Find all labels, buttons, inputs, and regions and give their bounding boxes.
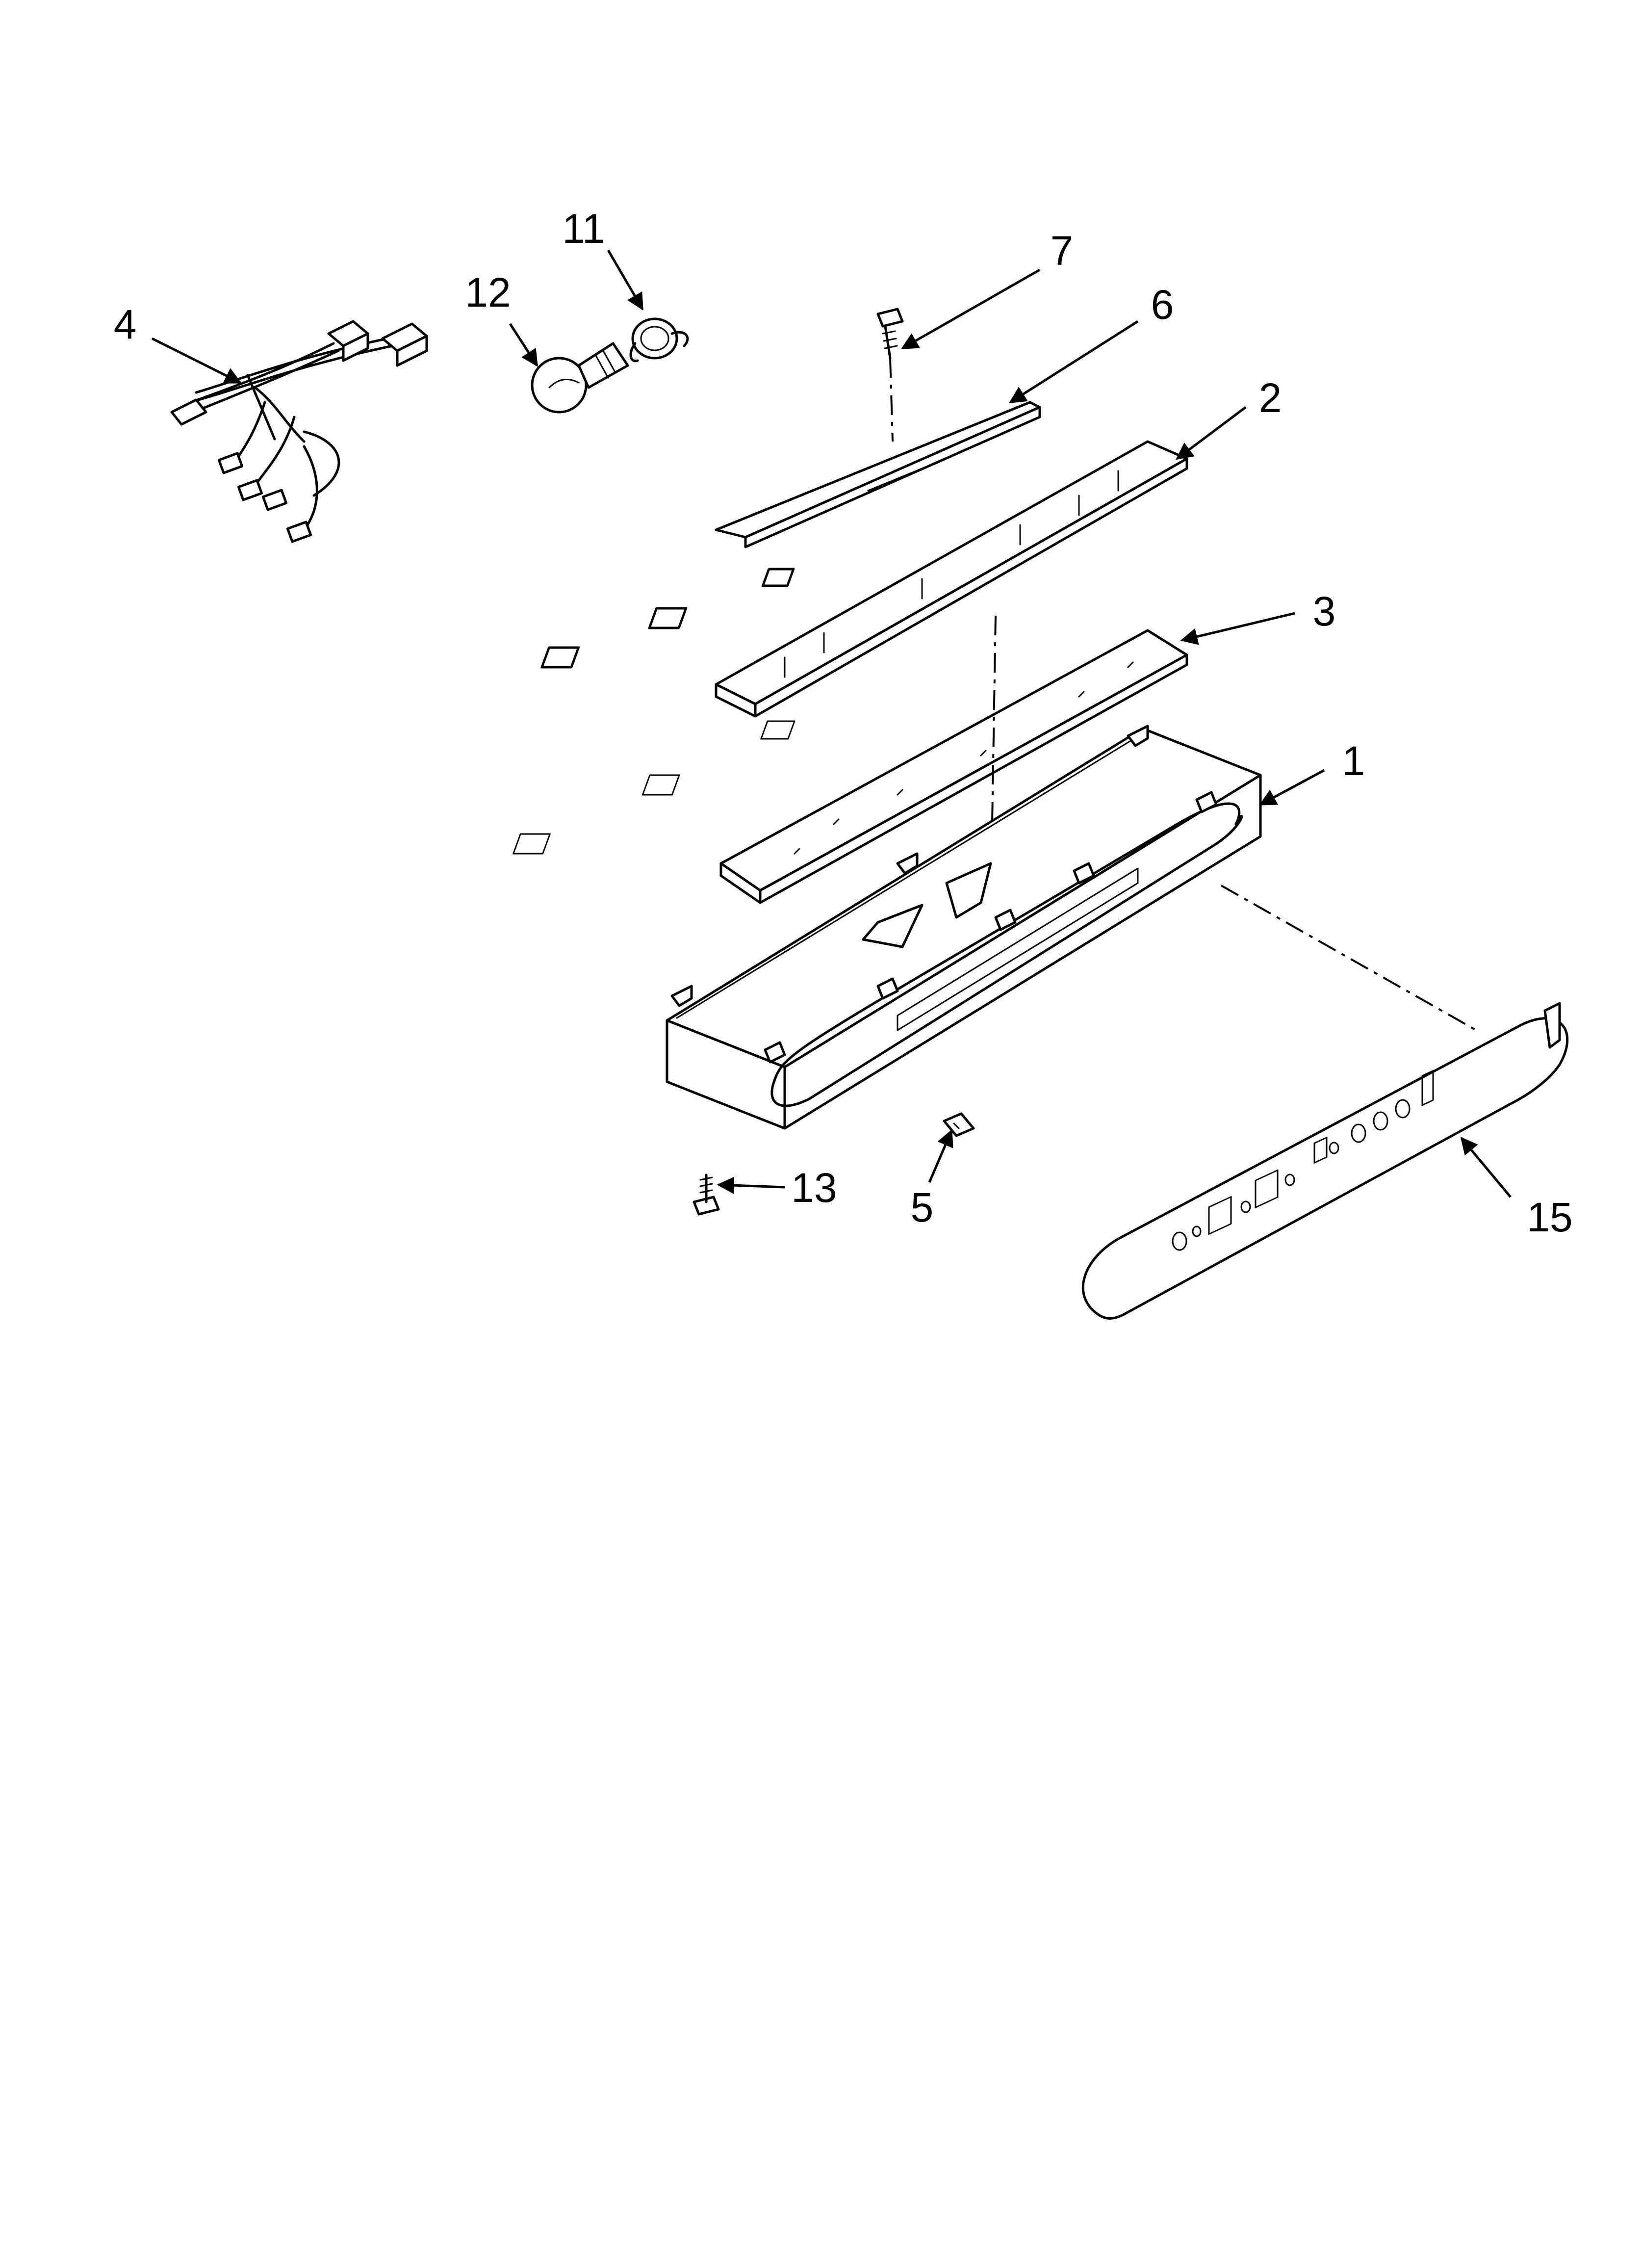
callout-2: 2 (1259, 375, 1282, 421)
front-control-panel-part (1081, 1002, 1569, 1320)
light-bulb-part (531, 342, 629, 414)
cover-plate-part (715, 401, 1041, 548)
leader-13 (717, 1176, 785, 1194)
wire-harness-part (170, 320, 428, 543)
leader-4 (151, 337, 242, 384)
screw-part-7 (876, 308, 904, 442)
callout-12: 12 (465, 269, 511, 315)
leader-lines (151, 249, 1512, 1198)
callout-6: 6 (1151, 282, 1174, 328)
callout-13: 13 (791, 1165, 837, 1211)
callout-4: 4 (114, 301, 137, 347)
leader-7 (900, 268, 1041, 350)
callout-1: 1 (1342, 738, 1365, 784)
callout-11: 11 (562, 206, 605, 252)
control-board-bracket-part (540, 440, 1188, 718)
leader-11 (607, 249, 644, 311)
leader-1 (1258, 769, 1325, 806)
leader-15 (1460, 1137, 1512, 1198)
callout-3: 3 (1313, 588, 1336, 634)
lamp-socket-part (629, 317, 689, 363)
screw-part-13 (693, 1173, 720, 1216)
clip-part-5 (943, 1112, 975, 1137)
leader-6 (1009, 320, 1139, 404)
housing-part (666, 725, 1262, 1130)
callout-7: 7 (1051, 228, 1074, 274)
leader-3 (1180, 612, 1295, 645)
callout-labels: 4 12 11 7 6 2 3 1 13 5 15 (114, 206, 1573, 1240)
leader-12 (509, 323, 539, 367)
leader-2 (1176, 406, 1247, 460)
leader-5 (928, 1129, 953, 1183)
circuit-board-part (513, 629, 1188, 904)
callout-15: 15 (1527, 1194, 1572, 1240)
callout-5: 5 (911, 1184, 934, 1230)
